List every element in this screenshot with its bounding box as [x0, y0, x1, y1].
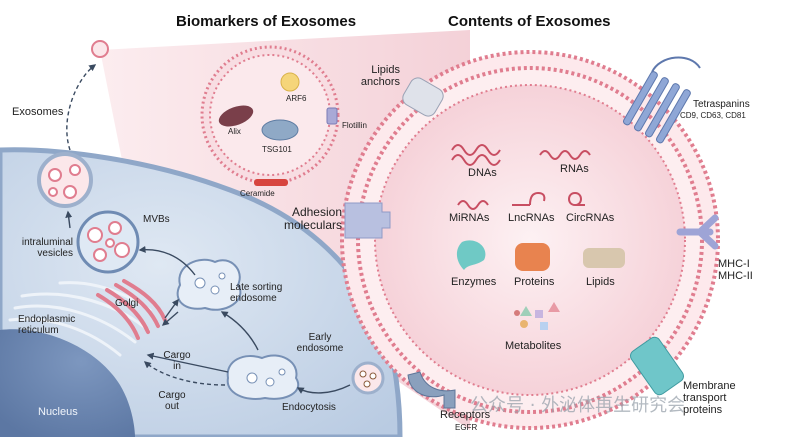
- lipid-icon: [583, 248, 625, 268]
- rna-icon: [539, 150, 591, 160]
- enzyme-icon: [456, 240, 486, 270]
- tetraspanin-icon: [622, 56, 701, 144]
- arrow-late-to-golgi: [161, 311, 179, 326]
- adhesion-molecule-icon: [344, 202, 391, 239]
- metabolite-icon: [514, 302, 560, 330]
- tsg101-icon: [261, 119, 299, 141]
- contents-heading: Contents of Exosomes: [448, 13, 611, 30]
- tetraspanins-list: CD9, CD63, CD81: [680, 111, 746, 120]
- golgi-icon: [96, 279, 167, 340]
- alix-label: Alix: [228, 127, 241, 136]
- arrow-early-to-late: [220, 311, 259, 351]
- nucleus: [0, 329, 135, 437]
- arf6-label: ARF6: [286, 94, 307, 103]
- arrow-cargo-out: [143, 361, 226, 386]
- nucleus-label: Nucleus: [38, 406, 78, 418]
- flotillin-icon: [326, 107, 338, 125]
- arrow-golgi-to-late: [164, 298, 179, 319]
- arf6-icon: [280, 72, 300, 92]
- endocytosis-label: Endocytosis: [282, 402, 336, 413]
- arrow-cargo-in: [146, 352, 229, 373]
- early-endosome: [226, 354, 300, 400]
- flotillin-label: Flotillin: [342, 121, 367, 130]
- circrna-icon: [568, 191, 585, 206]
- mirna-icon: [457, 200, 489, 210]
- tetraspanins-label: Tetraspanins: [693, 99, 750, 110]
- receptor-example-label: EGFR: [455, 423, 478, 432]
- budding-exosome: [37, 152, 93, 208]
- golgi-label: Golgi: [115, 298, 139, 309]
- endocytosis-vesicle: [351, 361, 385, 395]
- cell: [0, 40, 403, 437]
- watermark: 公众号 · 外泌体再生研究会: [470, 395, 686, 416]
- receptors-label: Receptors: [440, 409, 491, 421]
- ceramide-label: Ceramide: [240, 189, 275, 198]
- membrane-transport-label: Membrane transport proteins: [683, 380, 736, 417]
- exosomes-label: Exosomes: [12, 106, 64, 118]
- alix-icon: [218, 105, 254, 127]
- dna-icon: [451, 144, 501, 156]
- metabolites-label: Metabolites: [505, 340, 562, 352]
- dnas-label: DNAs: [468, 167, 497, 179]
- mhc-icon: [676, 214, 719, 250]
- arrow-mvb-to-surface: [65, 210, 73, 229]
- protein-icon: [515, 243, 550, 271]
- lipid-anchor-protein: [402, 77, 444, 117]
- circrnas-label: CircRNAs: [566, 212, 615, 224]
- enzymes-label: Enzymes: [451, 276, 497, 288]
- arrow-exosome-release: [66, 64, 97, 151]
- tsg101-label: TSG101: [262, 145, 292, 154]
- proteins-label: Proteins: [514, 276, 555, 288]
- biomarkers-heading: Biomarkers of Exosomes: [176, 13, 357, 30]
- arrow-endocytosis: [296, 384, 351, 394]
- receptor-icon: [407, 371, 456, 409]
- membrane-transport-protein-icon: [630, 336, 684, 396]
- lncrna-icon: [512, 191, 546, 206]
- lncrnas-label: LncRNAs: [508, 212, 555, 224]
- large-exosome: [340, 50, 720, 430]
- biomarkers-inset: [200, 45, 340, 186]
- arrow-late-to-mvb: [138, 245, 196, 276]
- ceramide-icon: [254, 179, 288, 186]
- rnas-label: RNAs: [560, 163, 589, 175]
- lipids-label: Lipids: [586, 276, 615, 288]
- mvbs-label: MVBs: [143, 214, 170, 225]
- mirnas-label: MiRNAs: [449, 212, 490, 224]
- released-exosome: [91, 40, 109, 58]
